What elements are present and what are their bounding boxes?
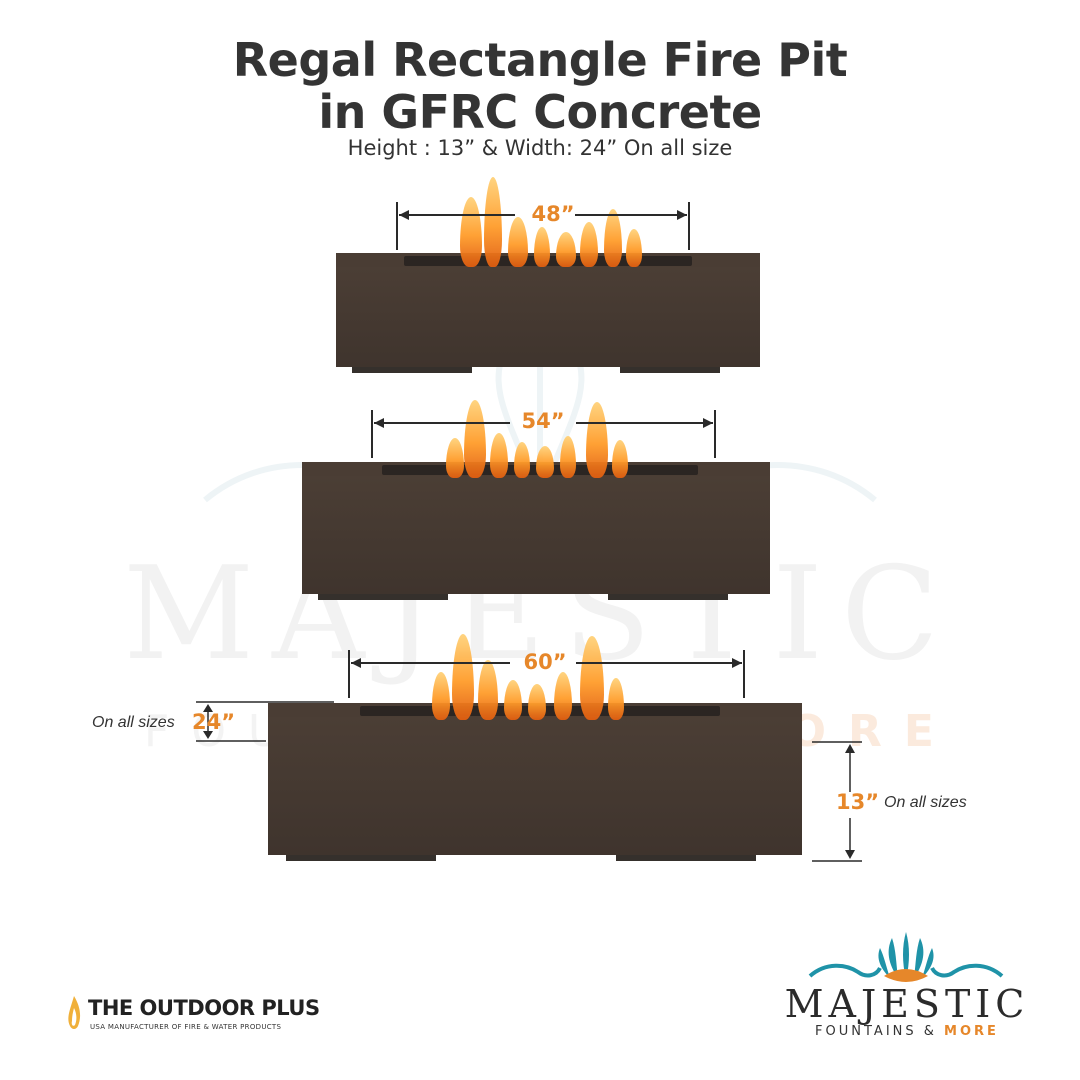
- fountain-icon: [808, 932, 1004, 982]
- size-label-48: 48”: [531, 202, 575, 226]
- page-title: Regal Rectangle Fire Pit: [232, 33, 848, 87]
- height-note: On all sizes: [884, 794, 967, 811]
- fire-pit-54: [302, 462, 770, 600]
- size-label-54: 54”: [521, 409, 565, 433]
- size-label-60: 60”: [523, 650, 567, 674]
- brand-majestic-name: MAJESTIC: [784, 982, 1030, 1026]
- brand-majestic-tagline-accent: MORE: [944, 1024, 999, 1039]
- brand-outdoor-plus-tagline: USA MANUFACTURER OF FIRE & WATER PRODUCT…: [90, 1023, 282, 1031]
- height-value: 13”: [836, 790, 880, 814]
- brand-majestic-tagline-lead: FOUNTAINS &: [815, 1024, 937, 1039]
- brand-outdoor-plus-name: THE OUTDOOR PLUS: [88, 996, 320, 1020]
- flame-icon: [440, 398, 640, 478]
- dimension-arrow-icon: [348, 650, 745, 698]
- flame-icon: [426, 632, 636, 720]
- subtitle: Height : 13” & Width: 24” On all size: [347, 136, 733, 160]
- width-dimension-arrow-icon: [196, 701, 334, 742]
- dimension-arrow-icon: [396, 202, 690, 250]
- dimension-arrow-icon: [371, 410, 716, 458]
- flame-icon: [68, 996, 81, 1029]
- brand-majestic-tagline: FOUNTAINS & MORE: [772, 1024, 1042, 1039]
- width-note: On all sizes: [92, 714, 175, 731]
- height-dimension-arrow-icon: [812, 741, 862, 862]
- fire-pit-48: [336, 253, 760, 373]
- page-title-line2: in GFRC Concrete: [318, 85, 762, 139]
- width-value: 24”: [192, 710, 236, 734]
- fire-pit-60: [268, 703, 802, 861]
